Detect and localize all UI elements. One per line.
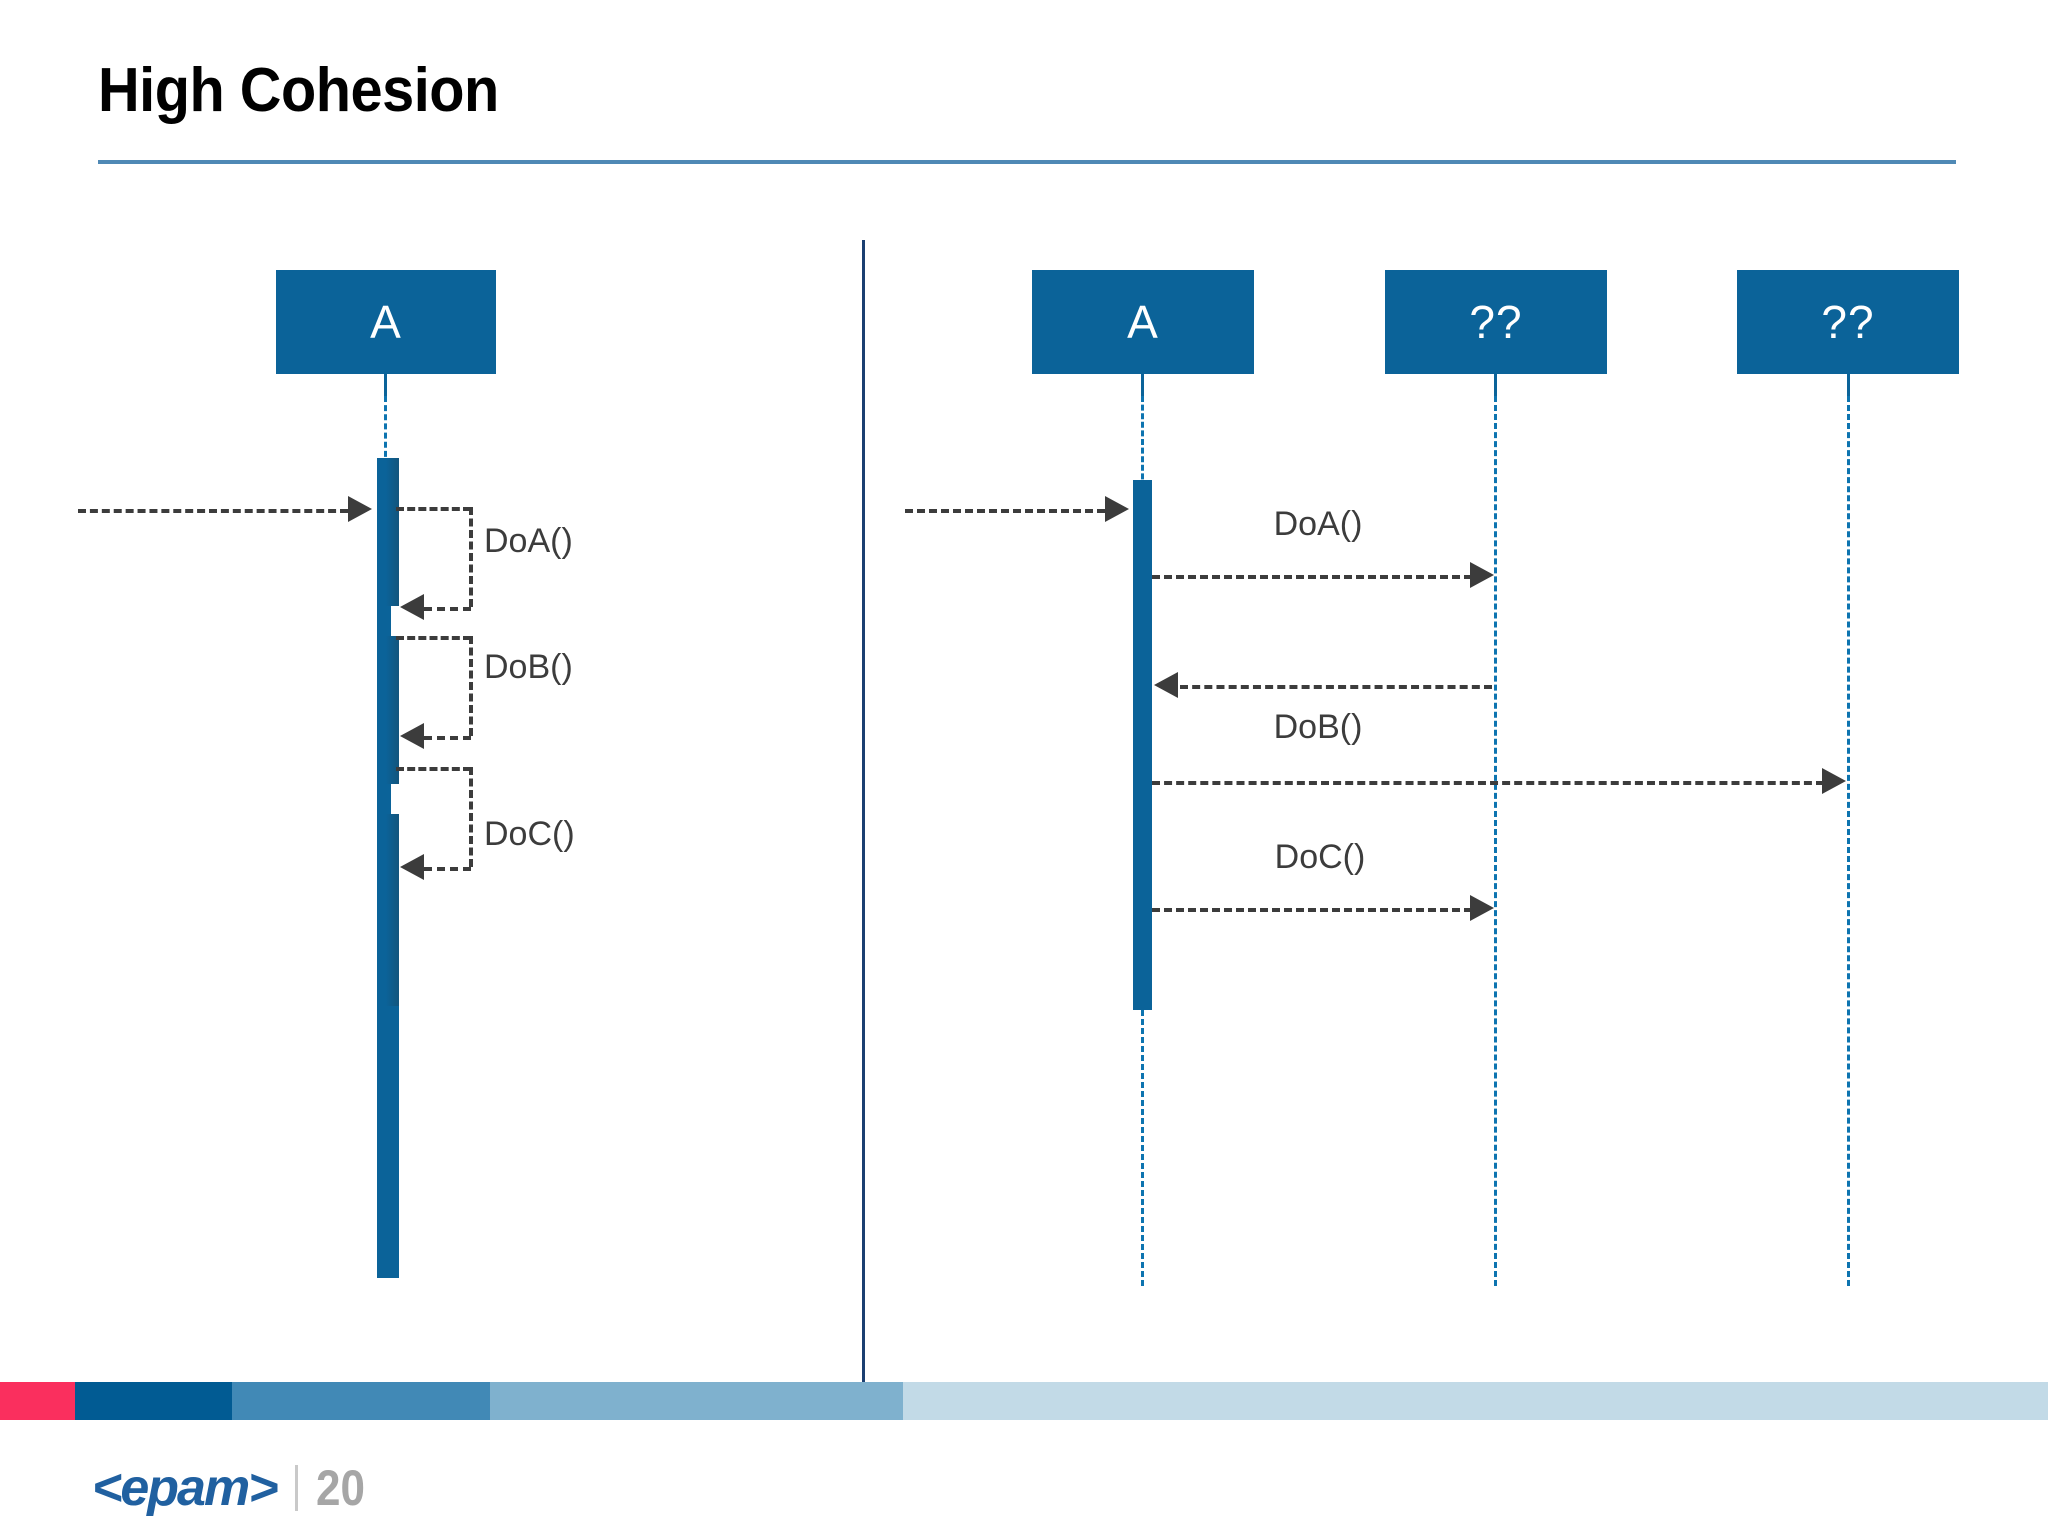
left-selfcall-dob-bottom [424, 736, 471, 740]
footer-color-bar [0, 1382, 2048, 1420]
right-message-label-doa: DoA() [1273, 505, 1363, 543]
right-message-label-doc: DoC() [1274, 838, 1366, 876]
left-selfcall-doa-bottom [424, 607, 471, 611]
sequence-diagram-canvas: A DoA() DoB() DoC() [0, 170, 2048, 1405]
panel-divider [862, 240, 865, 1405]
left-message-label-doc: DoC() [484, 815, 575, 853]
epam-logo: <epam> [92, 1459, 279, 1517]
right-lifeline-stub-q2 [1847, 374, 1850, 396]
left-participant-box-a: A [276, 270, 496, 374]
left-selfcall-doc-side [469, 767, 473, 867]
right-message-line-return-1 [1180, 685, 1492, 689]
left-selfcall-doa-side [469, 507, 473, 607]
page-title: High Cohesion [98, 56, 499, 125]
right-message-arrowhead-doa [1470, 562, 1494, 588]
right-lifeline-a-lower [1141, 1010, 1144, 1286]
right-message-line-doc [1152, 908, 1472, 912]
color-bar-segment-pink [0, 1382, 75, 1420]
left-found-message-arrowhead [348, 496, 372, 522]
left-activation-bar-2 [377, 636, 399, 784]
right-lifeline-stub-q1 [1494, 374, 1497, 396]
title-divider-rule [98, 160, 1956, 164]
right-participant-label-a: A [1127, 296, 1159, 348]
right-lifeline-stub-a [1141, 374, 1144, 396]
color-bar-segment-medium-blue [232, 1382, 490, 1420]
color-bar-segment-pale-blue [903, 1382, 2048, 1420]
left-lifeline-a [384, 396, 387, 466]
page-number: 20 [315, 1460, 365, 1516]
left-lifeline-stub-a [384, 374, 387, 396]
right-message-line-doa [1152, 575, 1472, 579]
right-message-line-dob [1152, 781, 1824, 785]
right-message-arrowhead-dob [1822, 768, 1846, 794]
right-message-arrowhead-return-1 [1154, 672, 1178, 698]
color-bar-segment-dark-blue [75, 1382, 232, 1420]
left-selfcall-dob-top [396, 636, 471, 640]
footer-logo-group: <epam> 20 [92, 1462, 371, 1514]
slide-footer: <epam> 20 [0, 1420, 2048, 1536]
right-message-arrowhead-doc [1470, 895, 1494, 921]
left-found-message-line [78, 509, 348, 513]
right-lifeline-q2 [1847, 396, 1850, 1286]
left-activation-bar-tail [377, 1006, 399, 1278]
left-activation-bar-1 [377, 458, 399, 606]
color-bar-segment-light-blue [490, 1382, 903, 1420]
left-selfcall-doa-arrowhead [400, 594, 424, 620]
left-selfcall-dob-arrowhead [400, 723, 424, 749]
right-lifeline-a [1141, 396, 1144, 488]
left-selfcall-doc-bottom [424, 867, 471, 871]
left-activation-bar-3 [377, 814, 399, 1008]
right-participant-box-q2: ?? [1737, 270, 1959, 374]
right-message-label-dob: DoB() [1273, 708, 1363, 746]
right-found-message-arrowhead [1105, 496, 1129, 522]
right-found-message-line [905, 509, 1105, 513]
logo-separator [294, 1465, 298, 1511]
right-participant-label-q2: ?? [1821, 296, 1875, 348]
right-participant-box-q1: ?? [1385, 270, 1607, 374]
left-selfcall-dob-side [469, 636, 473, 736]
right-participant-label-q1: ?? [1469, 296, 1523, 348]
right-lifeline-q1 [1494, 396, 1497, 1286]
left-message-label-dob: DoB() [484, 648, 573, 686]
right-activation-bar-a [1133, 480, 1152, 1010]
left-participant-label-a: A [370, 296, 402, 348]
left-message-label-doa: DoA() [484, 522, 573, 560]
left-selfcall-doc-arrowhead [400, 854, 424, 880]
left-selfcall-doa-top [396, 507, 471, 511]
left-selfcall-doc-top [396, 767, 471, 771]
right-participant-box-a: A [1032, 270, 1254, 374]
